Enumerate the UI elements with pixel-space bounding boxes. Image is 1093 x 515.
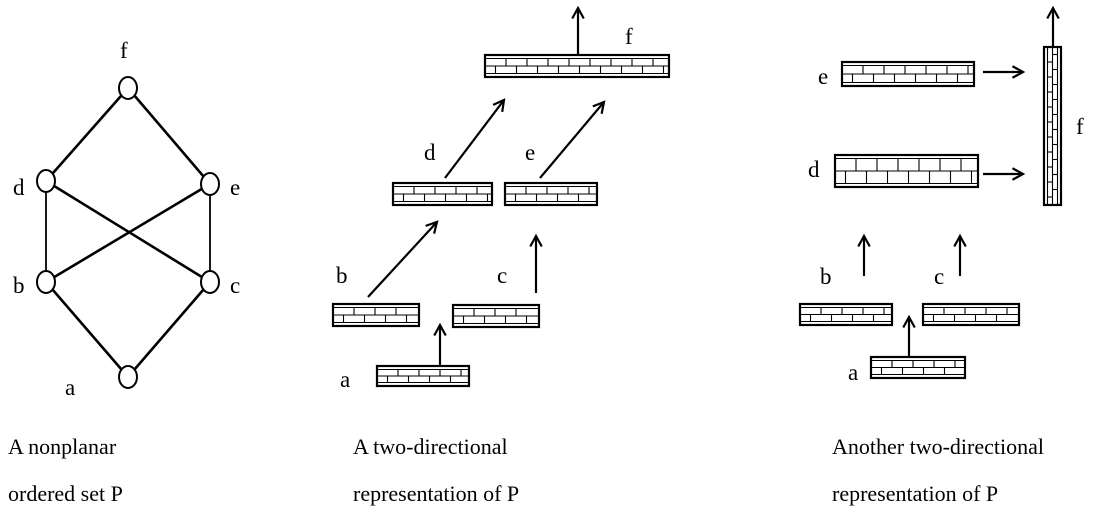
node-a [118,365,138,389]
arrow-a-up [902,314,916,357]
caption-line-1: A two-directional [353,434,508,459]
label-b: b [820,264,832,289]
arrow-a-up [433,322,447,366]
arrow-b-to-d [367,220,439,298]
caption-line-2: representation of P [353,481,519,506]
brick-b [798,302,894,327]
brick-f [1042,45,1063,207]
label-c: c [497,263,507,288]
brick-a [869,355,967,380]
node-e [200,172,220,196]
arrow-e-right [983,65,1026,79]
brick-a [375,364,471,388]
brick-c [921,302,1021,327]
label-d: d [424,140,436,165]
node-b [36,270,56,294]
arrow-c-up [529,233,543,293]
label-c: c [230,273,240,298]
label-e: e [818,64,828,89]
brick-e [840,60,976,88]
arrow-f-up [571,5,585,55]
edge-d-f [45,87,129,182]
label-d: d [13,175,25,200]
edge-e-f [127,87,211,185]
label-d: d [808,157,820,182]
arrow-c-up [953,233,967,276]
label-a: a [848,360,858,385]
node-c [200,270,220,294]
node-d [36,169,56,193]
caption-line-2: representation of P [832,481,998,506]
label-e: e [525,140,535,165]
representation-1: a b c d e f A two-directional representa… [331,5,671,506]
brick-d [833,153,980,189]
label-f: f [120,38,128,63]
label-a: a [65,375,75,400]
caption-line-1: A nonplanar [8,434,117,459]
arrow-e-to-f [539,100,606,179]
edge-b-e [45,182,211,284]
brick-f [483,53,671,79]
brick-b [331,302,421,328]
node-f [118,76,138,100]
edge-a-c [127,281,211,378]
representation-2: a b c d e f Another two-directional repr… [798,5,1084,506]
caption-line-1: Another two-directional [832,434,1044,459]
arrow-f-up [1046,5,1060,47]
brick-c [451,303,541,329]
edge-a-b [45,281,129,378]
arrow-d-to-f [444,98,506,179]
brick-e [503,181,599,207]
label-c: c [934,264,944,289]
label-f: f [1076,114,1084,139]
brick-d [391,181,494,207]
arrow-d-right [983,167,1026,181]
label-b: b [13,273,25,298]
hasse-diagram: f d e b c a A nonplanar ordered set P [8,38,240,506]
arrow-b-up [857,233,871,276]
label-f: f [625,24,633,49]
label-e: e [230,175,240,200]
caption-line-2: ordered set P [8,481,123,506]
label-b: b [336,263,348,288]
label-a: a [340,367,350,392]
